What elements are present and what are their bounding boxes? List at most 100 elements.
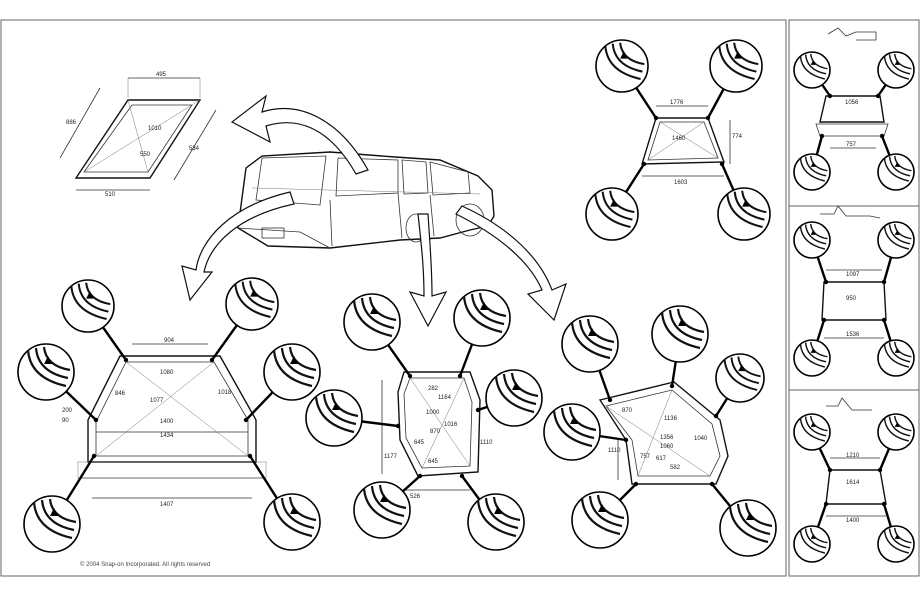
detail-view <box>23 495 81 553</box>
detail-view <box>485 369 543 427</box>
svg-text:617: 617 <box>656 456 667 462</box>
svg-text:1000: 1000 <box>426 410 440 416</box>
anchor-dot <box>881 279 887 285</box>
side-roof-opening-1: 1056 757 <box>815 27 889 149</box>
anchor-dot <box>823 279 829 285</box>
detail-view <box>17 343 75 401</box>
svg-text:550: 550 <box>140 152 151 158</box>
svg-text:1056: 1056 <box>845 100 859 106</box>
anchor-dot <box>475 407 481 413</box>
anchor-dot <box>623 437 629 443</box>
svg-text:1536: 1536 <box>846 332 860 338</box>
anchor-dot <box>881 501 887 507</box>
anchor-dot <box>881 317 887 323</box>
svg-text:90: 90 <box>62 418 69 424</box>
anchor-dot <box>209 357 215 363</box>
anchor-dot <box>407 373 413 379</box>
svg-text:1400: 1400 <box>846 518 860 524</box>
anchor-dot <box>709 481 715 487</box>
detail-view <box>561 315 619 373</box>
detail-view <box>715 353 765 403</box>
arrow-to-rear-glass <box>230 94 369 175</box>
windshield-opening: 1776 1460 774 1603 <box>641 100 743 186</box>
svg-text:1040: 1040 <box>694 436 708 442</box>
detail-view <box>877 525 915 563</box>
detail-view <box>467 493 525 551</box>
detail-view <box>793 339 831 377</box>
anchor-dot <box>395 423 401 429</box>
detail-view <box>343 293 401 351</box>
anchor-dot <box>713 413 719 419</box>
side-roof-opening-3: 1210 1614 1400 <box>825 397 887 524</box>
anchor-dot <box>607 397 613 403</box>
anchor-dot <box>823 501 829 507</box>
anchor-dot <box>457 373 463 379</box>
detail-view <box>353 481 411 539</box>
anchor-dot <box>123 357 129 363</box>
anchor-dot <box>653 115 659 121</box>
svg-text:1603: 1603 <box>674 180 688 186</box>
anchor-dot <box>827 467 833 473</box>
detail-view <box>61 279 115 333</box>
svg-text:1164: 1164 <box>438 395 452 401</box>
svg-text:1018: 1018 <box>218 390 232 396</box>
svg-text:846: 846 <box>115 391 126 397</box>
svg-text:757: 757 <box>846 142 857 148</box>
detail-view <box>877 221 915 259</box>
svg-text:886: 886 <box>66 120 77 126</box>
svg-text:1614: 1614 <box>846 480 860 486</box>
anchor-dot <box>417 473 423 479</box>
svg-text:1010: 1010 <box>148 126 162 132</box>
detail-view <box>877 153 915 191</box>
anchor-dot <box>669 383 675 389</box>
arrow-to-rear-door <box>408 213 448 328</box>
svg-text:1097: 1097 <box>846 272 860 278</box>
detail-view <box>877 51 915 89</box>
detail-view <box>453 289 511 347</box>
detail-view <box>793 221 831 259</box>
svg-text:582: 582 <box>670 465 681 471</box>
svg-text:757: 757 <box>640 454 651 460</box>
detail-view <box>595 39 649 93</box>
detail-views <box>17 39 915 563</box>
svg-text:510: 510 <box>105 192 116 198</box>
detail-view <box>719 499 777 557</box>
rear-door-opening: 282 1164 1000 870 645 1016 1110 1177 645… <box>381 371 493 500</box>
svg-text:1776: 1776 <box>670 100 684 106</box>
detail-view <box>651 305 709 363</box>
svg-text:526: 526 <box>410 494 421 500</box>
svg-text:774: 774 <box>732 134 743 140</box>
detail-view <box>793 525 831 563</box>
detail-view <box>543 403 601 461</box>
side-panel-frame <box>788 19 920 577</box>
detail-view <box>263 493 321 551</box>
anchor-dot <box>879 133 885 139</box>
arrow-to-tailgate <box>181 191 295 302</box>
svg-text:1177: 1177 <box>384 454 398 460</box>
detail-view <box>225 277 279 331</box>
svg-text:1356: 1356 <box>660 435 674 441</box>
anchor-dot <box>93 417 99 423</box>
svg-text:534: 534 <box>189 146 200 152</box>
svg-text:282: 282 <box>428 386 439 392</box>
svg-text:870: 870 <box>622 408 633 414</box>
svg-text:1400: 1400 <box>160 419 174 425</box>
detail-view <box>793 51 831 89</box>
svg-text:904: 904 <box>164 338 175 344</box>
detail-view <box>709 39 763 93</box>
svg-text:1077: 1077 <box>150 398 164 404</box>
svg-text:1110: 1110 <box>608 448 621 454</box>
svg-text:645: 645 <box>428 459 439 465</box>
detail-view <box>877 413 915 451</box>
svg-text:870: 870 <box>430 429 441 435</box>
anchor-dot <box>877 467 883 473</box>
anchor-dot <box>719 161 725 167</box>
anchor-dot <box>827 93 833 99</box>
detail-view <box>263 343 321 401</box>
anchor-dot <box>633 481 639 487</box>
svg-text:200: 200 <box>62 408 73 414</box>
detail-view <box>793 153 831 191</box>
svg-text:1434: 1434 <box>160 433 174 439</box>
